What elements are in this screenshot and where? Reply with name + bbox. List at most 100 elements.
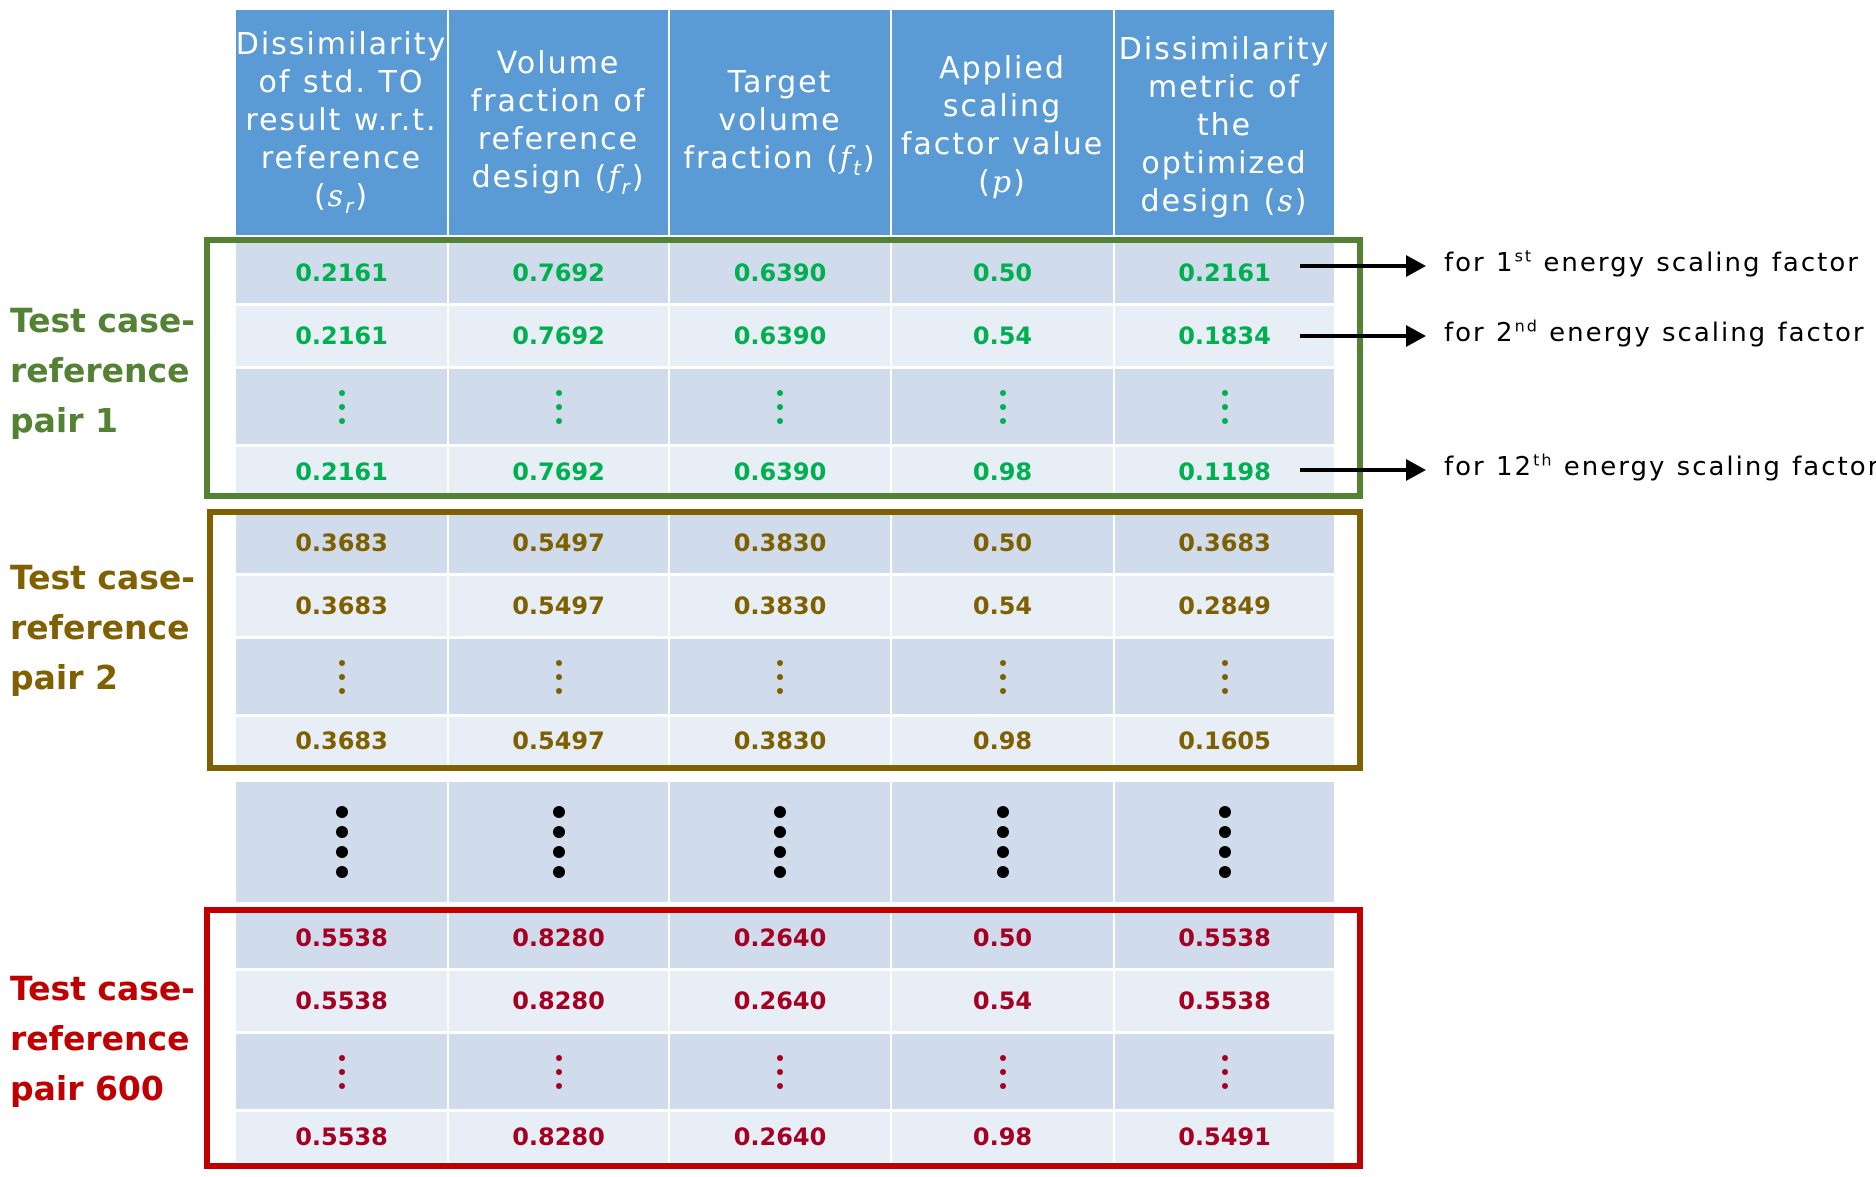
cell-value: 0.8280 [512,1123,605,1151]
cell-value: 0.50 [972,259,1033,287]
ellipsis-vertical-icon-dot [1218,866,1231,878]
ellipsis-vertical-icon [236,369,447,444]
cell-value: 0.6390 [733,259,827,287]
header-subscript-2: r [621,175,632,199]
cell-value: 0.5538 [1178,924,1271,952]
ellipsis-vertical-icon [1115,369,1334,444]
table-cell: 0.5538 [1115,908,1334,968]
annotation-suffix: energy scaling factor [1533,248,1860,278]
ellipsis-vertical-icon-dot [774,866,786,878]
cell-value: 0.3830 [733,727,827,755]
header-cell-1: Dissimilarity of std. TO result w.r.t. r… [236,10,447,235]
cell-value: 0.7692 [512,259,605,287]
table-cell: 0.2161 [1115,243,1334,303]
ellipsis-vertical-icon-dot [999,417,1006,424]
ellipsis-vertical-icon-dot [1221,659,1228,666]
cell-value: 0.1605 [1178,727,1271,755]
ellipsis-vertical-icon [236,782,447,902]
table-cell: 0.2640 [670,908,890,968]
ellipsis-vertical-icon-dot [996,806,1009,818]
ellipsis-vertical-icon-dot [1218,806,1231,818]
ellipsis-vertical-icon-dot [777,417,783,424]
ellipsis-vertical-icon [670,782,890,902]
cell-value: 0.2849 [1178,592,1271,620]
table-cell: 0.1198 [1115,447,1334,497]
ellipsis-vertical-icon-dot [999,1068,1006,1075]
ellipsis-vertical-icon-dot [552,826,565,838]
annotation-1: for 1st energy scaling factor [1444,248,1860,278]
ellipsis-vertical-icon-dot [338,687,345,694]
ellipsis-vertical-icon-dot [777,659,783,666]
table-cell-ellipsis [892,782,1113,902]
cell-value: 0.5497 [512,727,605,755]
cell-value: 0.5497 [512,529,605,557]
ellipsis-vertical-icon [1115,639,1334,714]
annotation-prefix: for 1 [1444,248,1515,278]
annotation-suffix: energy scaling factor [1553,452,1876,482]
ellipsis-vertical-icon-dot [996,866,1009,878]
cell-value: 0.5538 [295,1123,388,1151]
cell-value: 0.98 [972,727,1033,755]
ellipsis-vertical-icon-dot [777,389,783,396]
table-cell: 0.3830 [670,717,890,765]
cell-value: 0.1834 [1178,322,1271,350]
header-cell-4: Applied scaling factor value (p) [892,10,1113,235]
table-cell: 0.3683 [1115,513,1334,573]
cell-value: 0.5491 [1178,1123,1271,1151]
ellipsis-vertical-icon-dot [1221,687,1228,694]
cell-value: 0.5538 [295,924,388,952]
ellipsis-vertical-icon-dot [777,403,783,410]
ellipsis-vertical-icon-dot [774,826,786,838]
cell-value: 0.2161 [295,458,388,486]
table-cell: 0.2640 [670,1112,890,1162]
cell-value: 0.3830 [733,529,827,557]
ellipsis-vertical-icon [449,639,668,714]
header-text-1: Dissimilarity of std. TO result w.r.t. r… [235,27,448,176]
ellipsis-vertical-icon-dot [999,389,1006,396]
table-cell: 0.3830 [670,513,890,573]
ellipsis-vertical-icon-dot [999,1054,1006,1061]
cell-value: 0.3683 [295,727,388,755]
arrow-right-icon [1300,459,1426,481]
table-cell: 0.7692 [449,243,668,303]
ellipsis-vertical-icon-dot [774,806,786,818]
annotation-ordinal: nd [1514,316,1539,336]
ellipsis-vertical-icon-dot [1221,1068,1228,1075]
table-cell: 0.2161 [236,447,447,497]
ellipsis-vertical-icon-dot [1221,417,1228,424]
ellipsis-vertical-icon [449,782,668,902]
ellipsis-vertical-icon-dot [1221,1054,1228,1061]
table-cell: 0.3683 [236,576,447,636]
table-cell: 0.3683 [236,717,447,765]
arrow-right-icon [1300,255,1426,277]
table-cell: 0.3830 [670,576,890,636]
ellipsis-vertical-icon-dot [555,417,562,424]
table-cell: 0.5491 [1115,1112,1334,1162]
header-symbol-4: p [991,164,1014,200]
cell-value: 0.8280 [512,924,605,952]
table-cell: 0.2161 [236,243,447,303]
table-cell: 0.54 [892,576,1113,636]
ellipsis-vertical-icon-dot [338,403,345,410]
table-cell-ellipsis [449,782,668,902]
header-symbol-3: f [839,141,854,176]
table-cell: 0.50 [892,908,1113,968]
cell-value: 0.54 [972,592,1033,620]
ellipsis-vertical-icon [1115,782,1334,902]
group-box-2 [207,509,1363,771]
annotation-prefix: for 2 [1444,318,1515,348]
table-cell: 0.5497 [449,717,668,765]
table-cell-ellipsis [670,782,890,902]
table-cell: 0.3683 [236,513,447,573]
cell-value: 0.6390 [733,322,827,350]
table-cell: 0.7692 [449,306,668,366]
cell-value: 0.2640 [733,987,827,1015]
cell-value: 0.98 [972,1123,1033,1151]
header-symbol-2: f [608,160,622,195]
ellipsis-vertical-icon-dot [552,846,565,858]
ellipsis-vertical-icon-dot [555,659,562,666]
cell-value: 0.8280 [512,987,605,1015]
ellipsis-vertical-icon-dot [555,1068,562,1075]
group-label-3: Test case-reference pair 600 [10,969,195,1108]
ellipsis-vertical-icon-dot [338,673,345,680]
